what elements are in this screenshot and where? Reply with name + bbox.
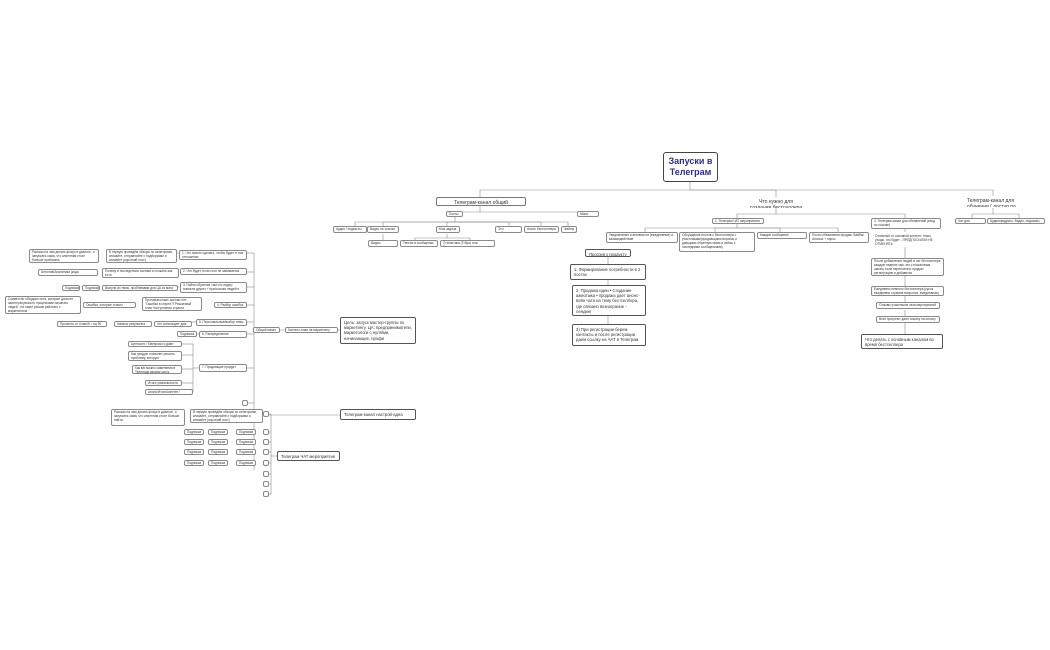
left-analytics-node[interactable]: Антонов/Аналитика (кода маркетинга) bbox=[38, 269, 98, 276]
mini-posts-node[interactable]: Мини-посты bbox=[577, 211, 599, 217]
left-topic-6-node[interactable]: 6. Распределение программы bbox=[199, 331, 247, 338]
tg-announce-channel-node[interactable]: 4. Телеграм-канал для объявлений (вход п… bbox=[871, 218, 941, 229]
channel-marathon-node[interactable]: Телеграм-канал настрой-адна bbox=[340, 409, 416, 420]
grid-sub-d3[interactable]: Подписка 5 bbox=[236, 460, 256, 466]
need-message-node[interactable]: Каждое сообщение вывернуть bbox=[757, 232, 807, 239]
step-1-node[interactable]: 1. Формирование потребности в 2 постах bbox=[570, 264, 646, 280]
left-announce-reviews-node[interactable]: Анонс/Итоги/контент/Продают отзывы людей bbox=[145, 389, 193, 395]
grid-sub-c2[interactable]: Подписка 4 bbox=[208, 449, 228, 455]
left-topic-5-node[interactable]: 5. Персональные/выбор темы bbox=[196, 319, 247, 326]
grid-empty-5[interactable] bbox=[263, 460, 269, 466]
left-topic-3-node[interactable]: 3. Найти обучение там что лидер помогла … bbox=[180, 282, 247, 293]
grid-sub-d1[interactable]: Подписка 1 bbox=[184, 460, 204, 466]
need-discussion-node[interactable]: Обсуждение постов с бестселлера с участн… bbox=[679, 232, 755, 252]
grid-empty-7[interactable] bbox=[263, 481, 269, 487]
content-plan-node[interactable]: Контент-план на маркетингу bbox=[285, 327, 338, 333]
left-empty-node-1[interactable] bbox=[242, 400, 248, 406]
right-main-channel-node[interactable]: Что делать с основным каналом во время б… bbox=[861, 334, 943, 349]
video-interview-node[interactable]: Видео-интервью bbox=[368, 240, 398, 247]
left-subscription-2-node[interactable]: Подписка 2 bbox=[82, 285, 100, 291]
public-node[interactable]: Это публичные bbox=[495, 226, 522, 233]
grid-sub-a3[interactable]: Подписка 3 bbox=[236, 429, 256, 435]
training-media-node[interactable]: Аудиопродукты, Видео, подсказы bbox=[987, 218, 1045, 224]
grid-empty-2[interactable] bbox=[263, 429, 269, 435]
right-payment-link-node[interactable]: Всех прогреют дают ссылку на оплату bbox=[876, 316, 940, 323]
left-results-node[interactable]: Каналы результата bbox=[114, 321, 152, 327]
grid-empty-3[interactable] bbox=[263, 439, 269, 445]
need-sales-posts-node[interactable]: Посты обьявления продаж. Вайбы! Анонсы +… bbox=[809, 232, 869, 243]
left-problems-node[interactable]: Вынули из темы, проблемами для ЦА из маг… bbox=[102, 285, 178, 291]
grid-empty-4[interactable] bbox=[263, 449, 269, 455]
stat-check-node[interactable]: Статистика (Тгбро) или Телеграм bbox=[440, 240, 495, 247]
tg-chat-event-node[interactable]: Телеграм ЧАТ мероприятие bbox=[277, 451, 340, 461]
branch-bestseller-needs[interactable]: Что нужно для создания бестселлера bbox=[749, 199, 803, 209]
grid-sub-a2[interactable]: Подписка 2 bbox=[208, 429, 228, 435]
grid-sub-d2[interactable]: Подписка 2 bbox=[208, 460, 228, 466]
step-2-node[interactable]: 2. Продажа идеи • Создание ажиотажа • пр… bbox=[572, 285, 646, 316]
grid-sub-b1[interactable]: Подписка 1 bbox=[184, 439, 204, 445]
text-posts-node[interactable]: Тексты в сообщении bbox=[400, 240, 438, 247]
left-topic-1-node[interactable]: 1. Что нового сделать, чтобы будет в том… bbox=[179, 250, 247, 260]
step-3-node[interactable]: 3) При регистрации берем контакты и посл… bbox=[572, 324, 646, 346]
grid-empty-8[interactable] bbox=[263, 491, 269, 497]
branch-telegram-channel[interactable]: Телеграм-канал общий bbox=[436, 197, 526, 206]
left-opposite-node[interactable]: Противоположн. молчат нет: "Ошибки в ста… bbox=[142, 297, 202, 311]
left-review-2-node[interactable]: В первую проведём обзоры по категориям, … bbox=[190, 409, 263, 423]
grid-sub-c3[interactable]: Подписка 3 bbox=[236, 449, 256, 455]
left-topic-7-node[interactable]: 7. Продающие продукт bbox=[199, 364, 247, 372]
promo-node[interactable]: Прогрев к продукту bbox=[585, 249, 631, 257]
right-weekly-node[interactable]: После добавления людей в чат бестселлера… bbox=[871, 258, 944, 276]
grid-sub-a1[interactable]: Подписка 1 bbox=[184, 429, 204, 435]
right-daily-node[interactable]: Ежедневно немного бестселлера (кусок еже… bbox=[871, 286, 944, 296]
left-uses-node[interactable]: Что использует дом bbox=[154, 321, 192, 327]
left-focus-node[interactable]: Рассказ на чем делать фокус в диалоге, и… bbox=[29, 249, 99, 263]
files-node[interactable]: Файлы bbox=[561, 226, 577, 233]
audio-podcasts-node[interactable]: Аудио / подкасты bbox=[333, 226, 367, 233]
grid-sub-b2[interactable]: Подписка 2 bbox=[208, 439, 228, 445]
right-reviews-node[interactable]: Отзывы участников чата мероприятий bbox=[876, 302, 940, 309]
left-subscription-3-node[interactable]: Подписка 3 bbox=[177, 331, 197, 337]
left-changes-node[interactable]: Как в/и можно изменения в Телеграм своем… bbox=[132, 365, 182, 374]
grid-sub-c1[interactable]: Подписка 1 bbox=[184, 449, 204, 455]
goal-node[interactable]: Цель: запуск мастер-группы по маркетингу… bbox=[340, 317, 416, 344]
tasks-node[interactable]: Моя задача bbox=[436, 226, 460, 233]
branch-telegram-training[interactable]: Телеграм-канал для обучения ( доступ по … bbox=[967, 198, 1016, 208]
left-focus-2-node[interactable]: Рассказ на чем делать фокус в диалоге, и… bbox=[111, 409, 185, 426]
left-duration-node[interactable]: Прочесть от 4 мес/б • тщ 90 мин bbox=[57, 321, 107, 327]
video-link-node[interactable]: Видео по ссылке bbox=[367, 226, 399, 233]
grid-empty-1[interactable] bbox=[263, 411, 269, 417]
right-content-node[interactable]: Отличный от основной контент: темы, уход… bbox=[875, 234, 933, 246]
left-consequence-node[interactable]: Почему в последствии, мотиви и сложить к… bbox=[102, 268, 179, 278]
need-engagement-node[interactable]: Уведомления и активности (ежедневные) и … bbox=[606, 232, 678, 243]
left-mistakes-node[interactable]: Ошибка, которые стоило делать bbox=[83, 302, 136, 308]
left-topic-2-node[interactable]: 2. Что будет, если стоп не занимается bbox=[180, 268, 247, 275]
left-uniqueness-node[interactable]: Итоги уникальности колорден bbox=[145, 380, 182, 386]
tg-chat-node[interactable]: 1. Телеграм ЧАТ мероприятия bbox=[712, 218, 764, 224]
left-product-solves-node[interactable]: Как продукт позволит решить проблему, ко… bbox=[128, 351, 182, 361]
left-values-node[interactable]: Ценности / Материал и дают обратить bbox=[128, 341, 182, 347]
grid-empty-6[interactable] bbox=[263, 471, 269, 477]
training-chat-node[interactable]: Чат для общения bbox=[955, 218, 986, 224]
grid-sub-b3[interactable]: Подписка 3 bbox=[236, 439, 256, 445]
posts-node[interactable]: Посты bbox=[446, 211, 463, 217]
community-channel-node[interactable]: Общий канал bbox=[253, 327, 280, 333]
left-subscription-1-node[interactable]: Подписка 1 bbox=[62, 285, 80, 291]
root-node[interactable]: Запуски в Телеграм bbox=[663, 152, 718, 182]
left-joint-discussion-node[interactable]: Совместно обсудим гостя, которые доносят… bbox=[5, 296, 81, 314]
anons-node[interactable]: Анонс бестселлера bbox=[524, 226, 559, 233]
left-review-node[interactable]: В первую проведём обзоры по категориям, … bbox=[106, 249, 177, 263]
left-topic-4-node[interactable]: 4. Разбор ошибок bbox=[214, 302, 247, 308]
